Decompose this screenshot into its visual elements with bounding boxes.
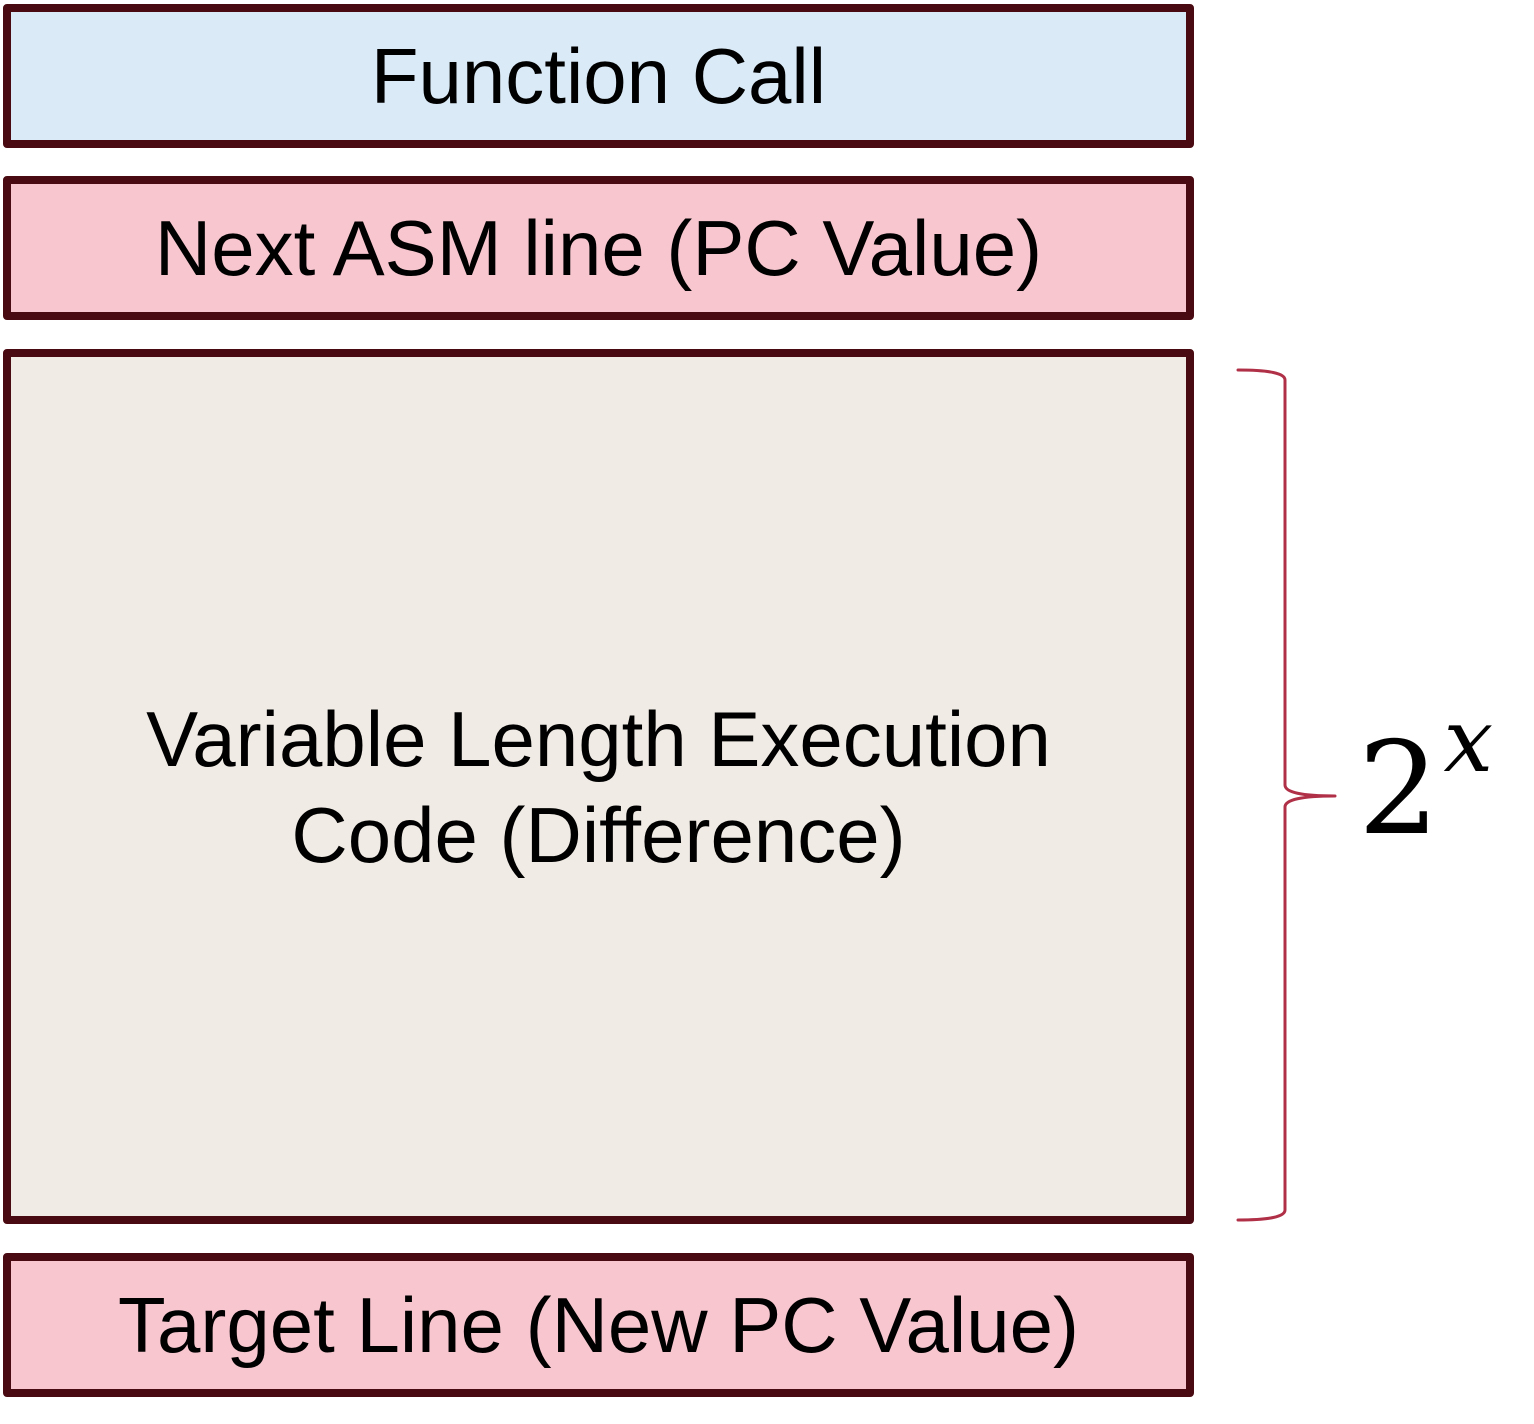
function-call-block: Function Call: [3, 4, 1194, 148]
variable-length-code-block: Variable Length Execution Code (Differen…: [3, 349, 1194, 1224]
variable-length-code-label: Variable Length Execution Code (Differen…: [146, 694, 1051, 879]
power-of-two-annotation: 2x: [1358, 689, 1493, 860]
right-brace-icon: [1236, 368, 1337, 1222]
next-asm-line-label: Next ASM line (PC Value): [154, 204, 1043, 292]
target-line-block: Target Line (New PC Value): [3, 1253, 1194, 1397]
exponent-base: 2: [1358, 715, 1440, 864]
target-line-label: Target Line (New PC Value): [118, 1281, 1079, 1369]
next-asm-line-block: Next ASM line (PC Value): [3, 176, 1194, 320]
exponent-power: x: [1443, 689, 1494, 792]
function-call-label: Function Call: [370, 32, 827, 120]
